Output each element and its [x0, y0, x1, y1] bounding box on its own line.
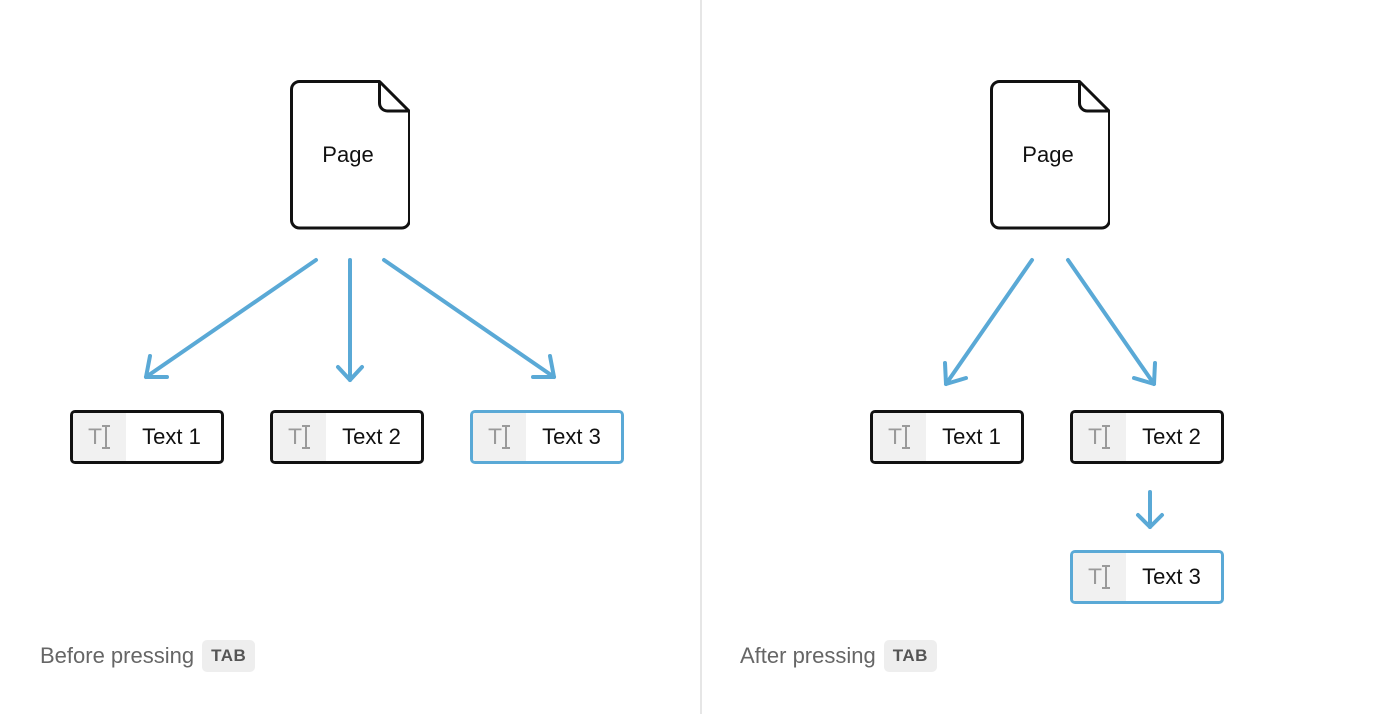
- arrow-to-text-1: [943, 258, 1034, 386]
- text-block-1[interactable]: T Text 1: [70, 410, 224, 464]
- page-label: Page: [322, 142, 374, 167]
- page-label: Page: [1022, 142, 1074, 167]
- caption-text: After pressing: [740, 643, 876, 668]
- before-panel: Page T Text 1 T Text 2 T Text 3 Before p…: [40, 80, 624, 674]
- text-block-1[interactable]: T Text 1: [870, 410, 1024, 464]
- arrow-to-text-1: [144, 258, 318, 379]
- block-label: Text 1: [942, 424, 1001, 449]
- arrow-to-text-3: [382, 258, 556, 379]
- panel-divider: [700, 0, 702, 714]
- tab-key-badge: TAB: [202, 640, 256, 672]
- text-type-icon: T: [473, 413, 526, 461]
- text-block-3-selected[interactable]: T Text 3: [470, 410, 624, 464]
- after-arrows: [943, 258, 1164, 529]
- text-type-icon: T: [73, 413, 126, 461]
- text-block-2[interactable]: T Text 2: [270, 410, 424, 464]
- tab-key-badge: TAB: [883, 640, 937, 672]
- before-arrows: [144, 258, 556, 382]
- block-label: Text 2: [1142, 424, 1201, 449]
- arrow-to-text-2: [1066, 258, 1157, 386]
- block-label: Text 3: [1142, 564, 1201, 589]
- after-panel: Page T Text 1 T Text 2 T Text 3 After pr…: [700, 0, 1400, 714]
- block-label: Text 2: [342, 424, 401, 449]
- arrow-to-text-3: [1136, 490, 1164, 529]
- before-caption: Before pressing TAB: [40, 638, 256, 674]
- text-type-icon: T: [873, 413, 926, 461]
- block-label: Text 3: [542, 424, 601, 449]
- block-label: Text 1: [142, 424, 201, 449]
- text-type-icon: T: [1073, 413, 1126, 461]
- after-caption: After pressing TAB: [740, 638, 937, 674]
- text-type-icon: T: [1073, 553, 1126, 601]
- page-document-icon: Page: [990, 80, 1110, 230]
- page-document-icon: Page: [290, 80, 410, 230]
- text-type-icon: T: [273, 413, 326, 461]
- caption-text: Before pressing: [40, 643, 195, 668]
- text-block-3-selected[interactable]: T Text 3: [1070, 550, 1224, 604]
- text-block-2[interactable]: T Text 2: [1070, 410, 1224, 464]
- arrow-to-text-2: [336, 258, 364, 382]
